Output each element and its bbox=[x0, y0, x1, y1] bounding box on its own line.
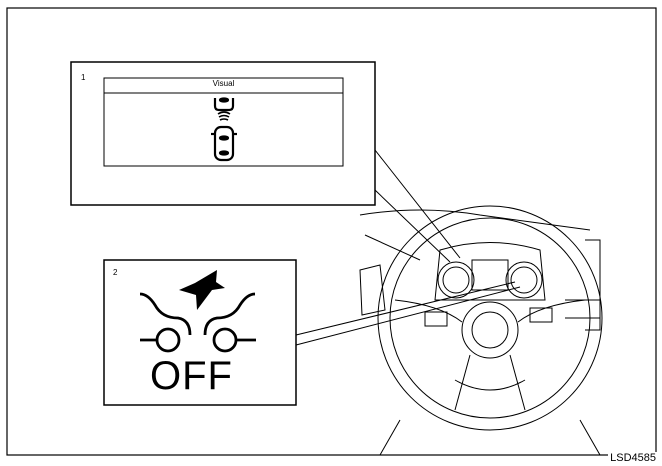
proximity-waves-icon bbox=[217, 111, 231, 121]
callout-1-leader bbox=[374, 149, 461, 263]
collision-star-icon bbox=[179, 270, 225, 310]
outer-frame bbox=[6, 7, 657, 456]
lane-vehicles-off-icon bbox=[139, 292, 256, 353]
vehicle-ahead-icon bbox=[213, 97, 235, 112]
callout-1-number: 1 bbox=[81, 73, 86, 82]
own-vehicle-icon bbox=[211, 125, 237, 162]
figure-code: LSD4585 bbox=[608, 452, 658, 464]
callout-2-leader bbox=[295, 281, 521, 346]
off-indicator-text: OFF bbox=[150, 354, 233, 398]
display-mode-label: Visual bbox=[212, 79, 235, 88]
callout-2-number: 2 bbox=[113, 268, 118, 277]
steering-wheel-drawing bbox=[359, 205, 603, 456]
